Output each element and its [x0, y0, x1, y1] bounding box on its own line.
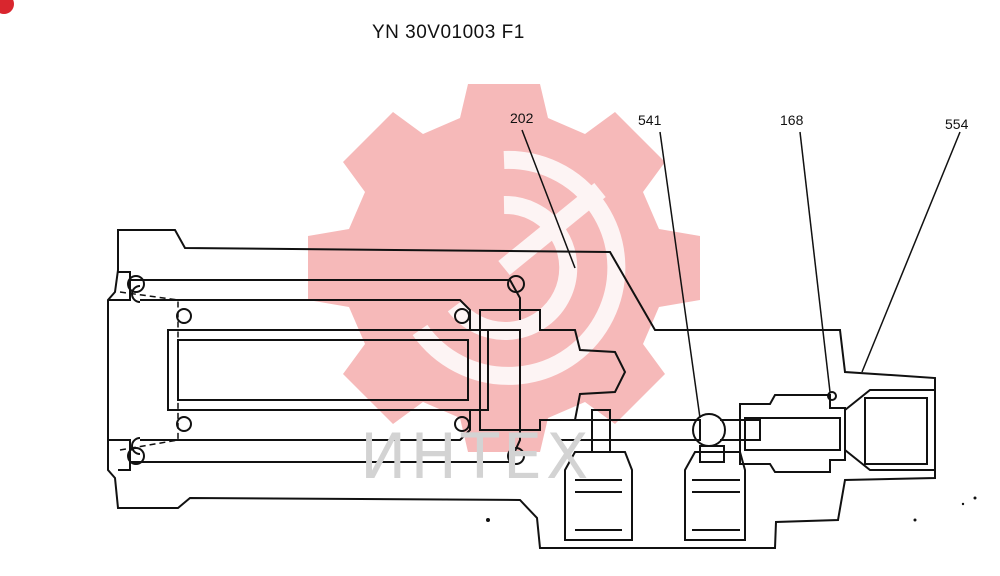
scan-specks — [486, 496, 977, 522]
callout-202: 202 — [510, 110, 534, 126]
watermark-gear-inner — [412, 150, 626, 385]
leader-202 — [521, 129, 576, 269]
leader-168 — [799, 131, 831, 393]
coil-rings — [127, 275, 525, 465]
callout-554: 554 — [945, 116, 969, 132]
leader-554 — [861, 131, 961, 373]
callout-541: 541 — [638, 112, 662, 128]
watermark-text: ИНТЕХ — [360, 420, 593, 493]
hidden-lines — [119, 291, 480, 451]
corner-badge-icon — [0, 0, 14, 14]
drawing-title: YN 30V01003 F1 — [372, 22, 525, 43]
callout-168: 168 — [780, 112, 804, 128]
leader-541 — [659, 131, 701, 419]
leader-lines — [521, 129, 961, 419]
valve-housing — [107, 229, 936, 549]
